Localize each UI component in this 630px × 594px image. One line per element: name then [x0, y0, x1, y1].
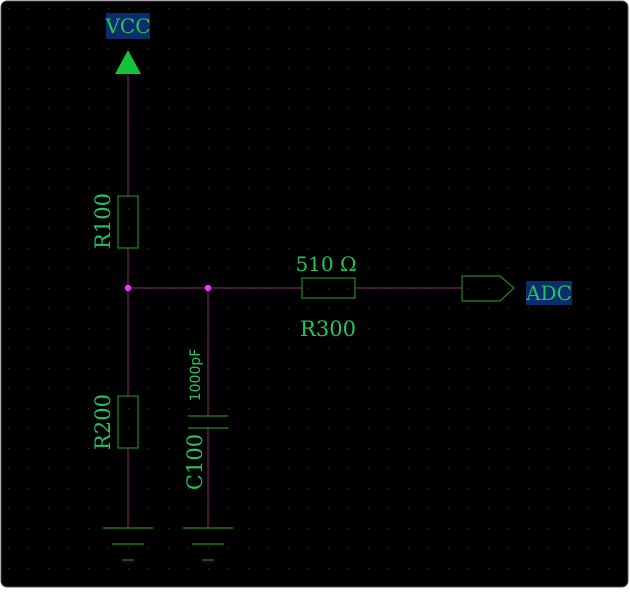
adc-label: ADC — [525, 281, 572, 305]
r300-resistor-body[interactable] — [301, 277, 356, 299]
r100-designator: R100 — [91, 193, 115, 249]
r200-resistor-body[interactable] — [117, 395, 139, 449]
c100-designator: C100 — [183, 434, 207, 490]
adc-label-box — [526, 281, 572, 305]
ground-icon — [183, 527, 233, 561]
grid-dots — [8, 8, 609, 569]
vcc-label: VCC — [104, 14, 150, 38]
junction-dot-icon — [204, 284, 212, 292]
wires — [127, 75, 462, 528]
vcc-label-box — [106, 13, 150, 39]
r300-designator: R300 — [300, 317, 356, 341]
vcc-power-arrow-icon — [115, 50, 141, 74]
r200-designator: R200 — [91, 394, 115, 450]
r300-value: 510 Ω — [295, 252, 356, 276]
junction-dot-icon — [124, 284, 132, 292]
r100-resistor-body[interactable] — [117, 195, 139, 249]
c100-value: 1000pF — [188, 349, 204, 402]
ground-icon — [103, 527, 153, 561]
c100-capacitor-body[interactable] — [188, 415, 228, 429]
adc-port-icon[interactable] — [461, 275, 515, 302]
